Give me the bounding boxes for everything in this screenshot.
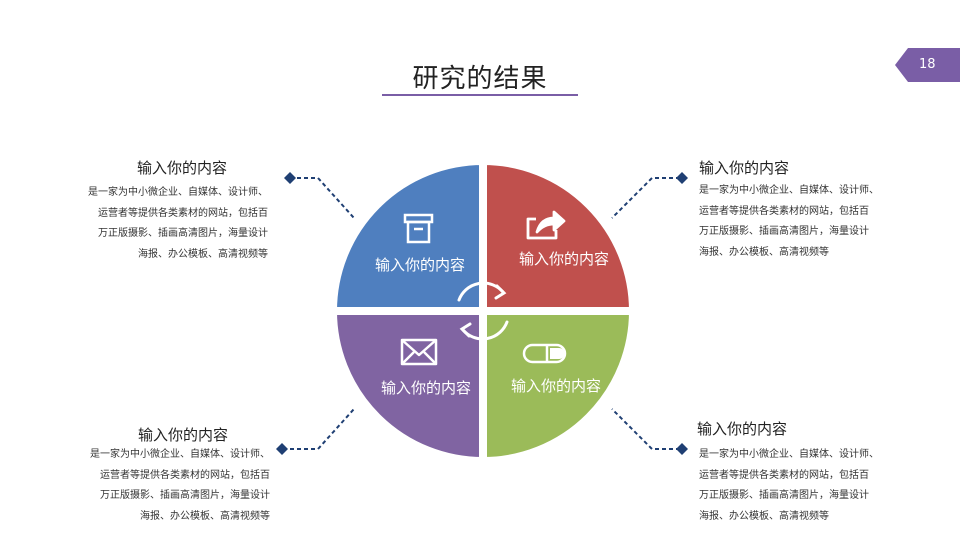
archive-box-icon <box>403 213 434 244</box>
callout-line: 是一家为中小微企业、自媒体、设计师、 <box>699 185 879 196</box>
quadrant-label-top-left: 输入你的内容 <box>375 256 465 274</box>
callout-line: 运营者等提供各类素材的网站，包括百 <box>98 207 268 219</box>
callout-heading-bottom-left: 输入你的内容 <box>138 426 229 444</box>
callout-line: 运营者等提供各类素材的网站，包括百 <box>100 469 270 481</box>
callout-heading-top-left: 输入你的内容 <box>137 159 228 177</box>
callout-text-bottom-left: 是一家为中小微企业、自媒体、设计师、 运营者等提供各类素材的网站，包括百 万正版… <box>70 445 270 527</box>
callout-line: 是一家为中小微企业、自媒体、设计师、 <box>699 449 879 460</box>
callout-line: 运营者等提供各类素材的网站，包括百 <box>699 469 869 481</box>
connector-diamond-icons <box>276 172 688 455</box>
connector-lines <box>290 177 680 450</box>
callout-line: 海报、办公模板、高清视频等 <box>699 510 829 522</box>
callout-text-top-right: 是一家为中小微企业、自媒体、设计师、 运营者等提供各类素材的网站，包括百 万正版… <box>699 181 899 263</box>
quadrant-bottom-right <box>479 307 638 466</box>
quadrant-label-bottom-right: 输入你的内容 <box>511 377 601 395</box>
callout-text-top-left: 是一家为中小微企业、自媒体、设计师、 运营者等提供各类素材的网站，包括百 万正版… <box>68 183 268 265</box>
callout-heading-bottom-right: 输入你的内容 <box>697 420 788 438</box>
page-title: 研究的结果 <box>412 64 548 94</box>
quadrant-label-top-right: 输入你的内容 <box>519 250 609 268</box>
envelope-icon <box>400 338 438 366</box>
callout-line: 海报、办公模板、高清视频等 <box>699 246 829 258</box>
quadrant-label-bottom-left: 输入你的内容 <box>381 379 471 397</box>
callout-heading-top-right: 输入你的内容 <box>699 159 790 177</box>
callout-line: 运营者等提供各类素材的网站，包括百 <box>699 205 869 217</box>
callout-line: 海报、办公模板、高清视频等 <box>140 510 270 522</box>
cycle-arrows-icon <box>457 281 509 341</box>
capsule-icon <box>522 343 567 364</box>
title-underline <box>382 94 578 96</box>
share-arrow-icon <box>526 210 566 240</box>
quadrant-top-right <box>479 156 638 315</box>
quadrant-bottom-left <box>328 307 487 466</box>
callout-line: 是一家为中小微企业、自媒体、设计师、 <box>90 449 270 460</box>
callout-line: 万正版摄影、插画高清图片，海量设计 <box>699 226 869 237</box>
callout-line: 万正版摄影、插画高清图片，海量设计 <box>100 490 270 501</box>
callout-text-bottom-right: 是一家为中小微企业、自媒体、设计师、 运营者等提供各类素材的网站，包括百 万正版… <box>699 445 899 527</box>
callout-line: 海报、办公模板、高清视频等 <box>138 248 268 260</box>
page-number-badge: 18 <box>895 48 960 82</box>
callout-line: 万正版摄影、插画高清图片，海量设计 <box>699 490 869 501</box>
callout-line: 万正版摄影、插画高清图片，海量设计 <box>98 228 268 239</box>
callout-line: 是一家为中小微企业、自媒体、设计师、 <box>88 187 268 198</box>
